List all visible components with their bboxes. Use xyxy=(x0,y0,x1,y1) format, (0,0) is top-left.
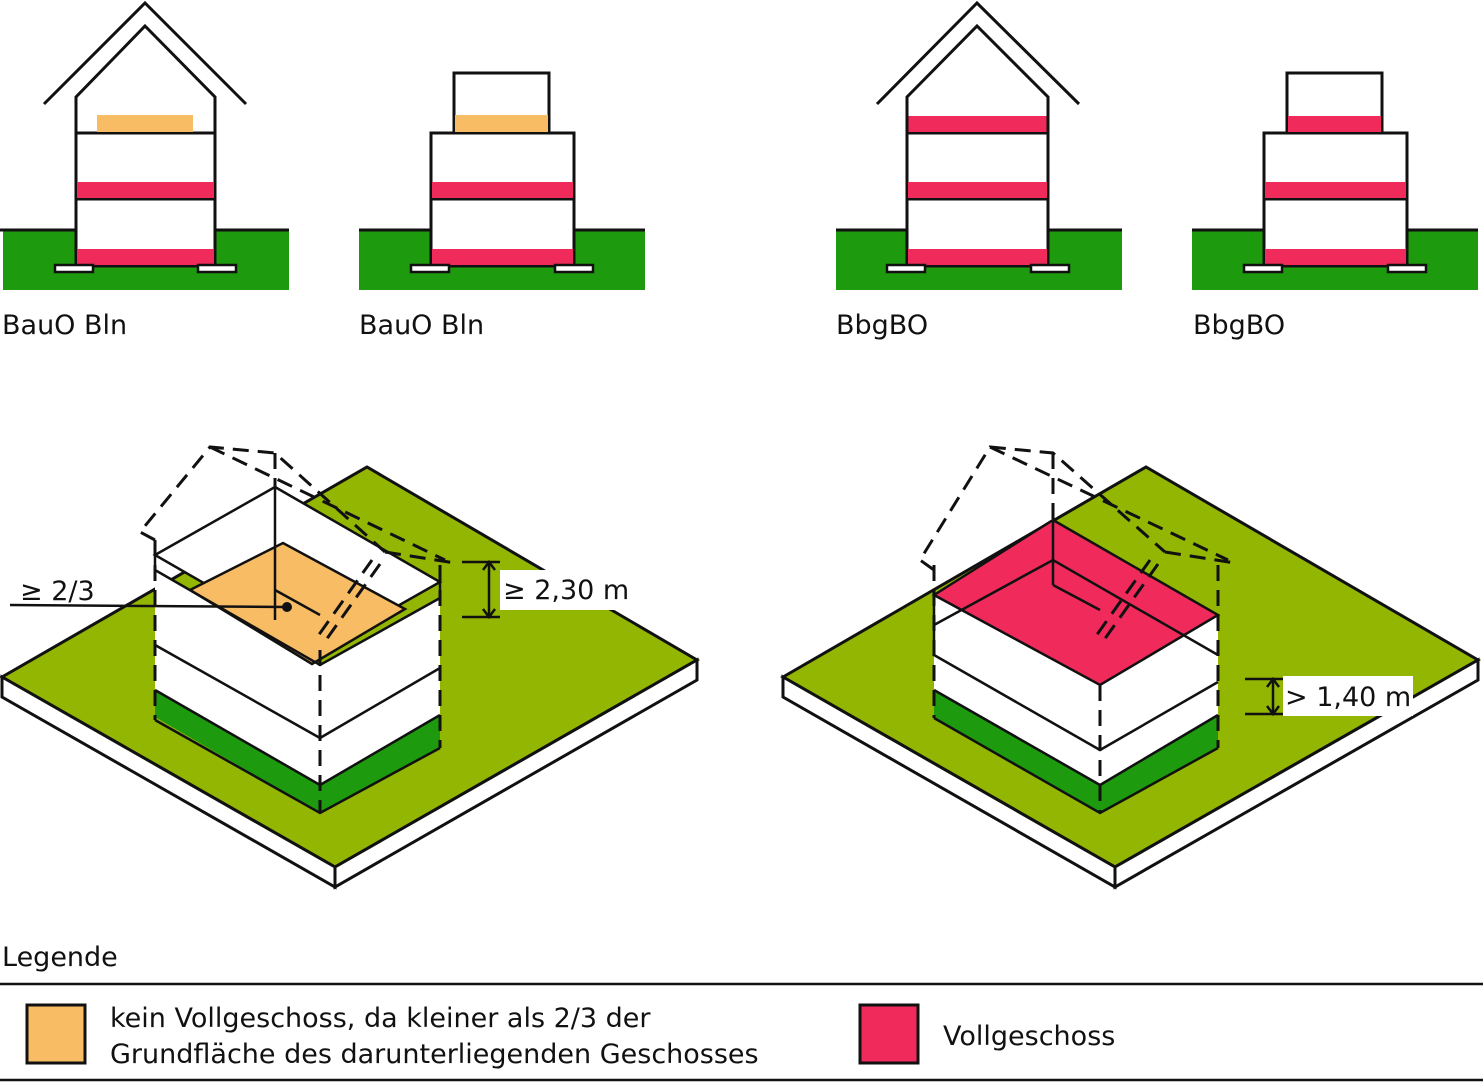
vollgeschoss-band xyxy=(432,249,573,265)
ratio-label: ≥ 2/3 xyxy=(20,576,95,607)
section-label: BauO Bln xyxy=(359,310,484,341)
legend-label-kein-vollgeschoss: kein Vollgeschoss, da kleiner als 2/3 de… xyxy=(110,1003,651,1034)
isometric-bbgbo: > 1,40 m xyxy=(779,445,1482,890)
section-label: BbgBO xyxy=(1193,310,1285,341)
vollgeschoss-band xyxy=(77,182,214,198)
legend-label-kein-vollgeschoss: Grundfläche des darunterliegenden Gescho… xyxy=(110,1039,759,1070)
kein-vollgeschoss-band xyxy=(455,115,548,132)
vollgeschoss-band xyxy=(908,182,1047,198)
elevation-gable-bauo xyxy=(0,0,289,290)
elevation-gable-bbgbo xyxy=(836,0,1122,290)
vollgeschoss-band xyxy=(77,249,214,265)
elevation-staggered-bbgbo xyxy=(1192,71,1478,290)
isometric-bauo: ≥ 2/3 ≥ 2,30 m xyxy=(0,445,700,890)
legend-swatch-kein-vollgeschoss xyxy=(25,1003,87,1065)
vollgeschoss-band xyxy=(908,116,1047,132)
vollgeschoss-band xyxy=(1265,182,1406,198)
legend-swatch-vollgeschoss xyxy=(858,1003,920,1065)
height-label: > 1,40 m xyxy=(1285,682,1411,713)
section-label: BauO Bln xyxy=(2,310,127,341)
vollgeschoss-band xyxy=(432,182,573,198)
section-label: BbgBO xyxy=(836,310,928,341)
height-label: ≥ 2,30 m xyxy=(503,575,629,606)
legend-title: Legende xyxy=(2,942,118,973)
vollgeschoss-band xyxy=(908,249,1047,265)
gable-roof xyxy=(875,0,1081,133)
legend: Legende kein Vollgeschoss, da kleiner al… xyxy=(0,942,1483,1082)
vollgeschoss-band xyxy=(1265,249,1406,265)
elevation-staggered-bauo xyxy=(359,71,645,290)
kein-vollgeschoss-band xyxy=(97,115,193,132)
legend-label-vollgeschoss: Vollgeschoss xyxy=(943,1021,1115,1052)
gable-roof xyxy=(42,0,248,133)
vollgeschoss-band xyxy=(1288,116,1381,132)
